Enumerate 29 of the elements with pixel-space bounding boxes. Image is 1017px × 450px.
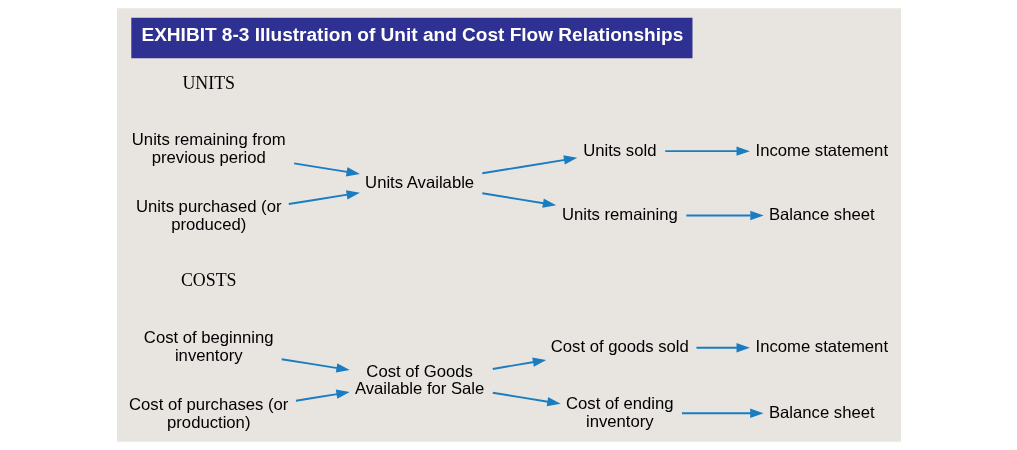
arrow bbox=[684, 210, 764, 221]
node-text: Cost of Goods Available for Sale bbox=[354, 361, 484, 399]
node-text: Units sold bbox=[582, 140, 656, 160]
node-text: Income statement bbox=[755, 140, 888, 160]
node-text: Cost of beginning inventory bbox=[143, 328, 274, 366]
arrow bbox=[280, 358, 350, 373]
node-text: Income statement bbox=[755, 337, 888, 357]
arrow bbox=[480, 155, 577, 175]
node-text: Units purchased (or produced) bbox=[135, 197, 281, 234]
label: COSTS bbox=[180, 270, 237, 291]
arrow bbox=[663, 146, 750, 156]
arrow bbox=[680, 408, 764, 418]
arrow bbox=[292, 162, 360, 177]
arrow bbox=[491, 391, 561, 407]
arrow bbox=[695, 343, 750, 353]
diagram-title: EXHIBIT 8-3 Illustration of Unit and Cost Flow Relationships bbox=[140, 24, 683, 46]
arrow bbox=[491, 357, 546, 370]
node-text: Balance sheet bbox=[768, 402, 875, 422]
node-text: Units Available bbox=[364, 172, 474, 192]
node-text: Cost of purchases (or production) bbox=[128, 394, 288, 432]
node-text: Units remaining bbox=[561, 204, 678, 224]
node-text: Balance sheet bbox=[768, 204, 875, 224]
arrow bbox=[294, 389, 350, 402]
node-text: Cost of goods sold bbox=[550, 337, 689, 357]
node-text: Units remaining from previous period bbox=[131, 130, 286, 168]
arrow bbox=[480, 192, 556, 208]
arrow bbox=[287, 190, 360, 205]
node-text: Cost of ending inventory bbox=[565, 393, 674, 431]
label: UNITS bbox=[181, 72, 235, 93]
